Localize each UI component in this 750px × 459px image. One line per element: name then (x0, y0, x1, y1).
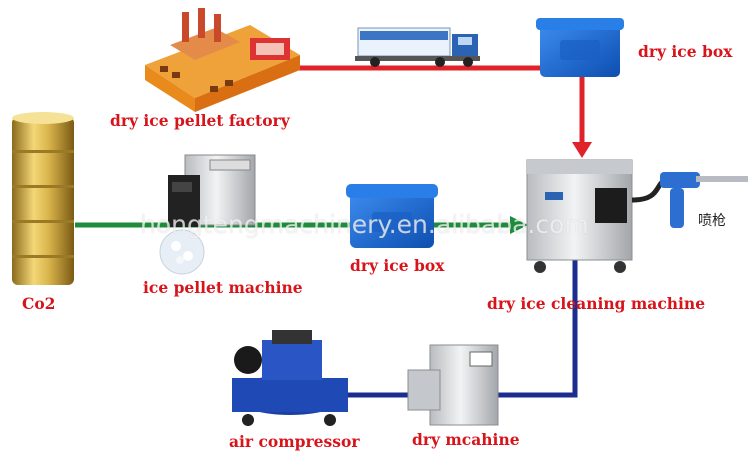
label-dryer: dry mcahine (412, 430, 520, 449)
pellet-machine-icon (159, 154, 256, 275)
label-cleaning-machine: dry ice cleaning machine (487, 294, 706, 313)
red-arrowhead (572, 142, 592, 158)
dry-ice-box-top-icon (536, 18, 624, 77)
label-box-top: dry ice box (638, 42, 733, 61)
label-spray-gun: 喷枪 (698, 213, 726, 229)
air-compressor-icon (232, 330, 348, 426)
dry-ice-box-mid-icon (346, 184, 438, 248)
label-pellet-machine: ice pellet machine (143, 278, 303, 297)
label-box-mid: dry ice box (350, 256, 445, 275)
label-factory: dry ice pellet factory (110, 111, 290, 130)
co2-cylinder-icon (12, 112, 74, 285)
truck-icon (355, 27, 480, 67)
spray-gun-icon (660, 172, 748, 228)
green-arrowhead (510, 216, 528, 234)
factory-icon (145, 8, 300, 112)
label-co2: Co2 (22, 294, 56, 313)
label-air-compressor: air compressor (229, 432, 360, 451)
watermark: hongtengmachinery.en.alibaba.com (140, 210, 589, 239)
cleaning-machine-icon (526, 159, 667, 273)
dryer-machine-icon (407, 344, 499, 426)
